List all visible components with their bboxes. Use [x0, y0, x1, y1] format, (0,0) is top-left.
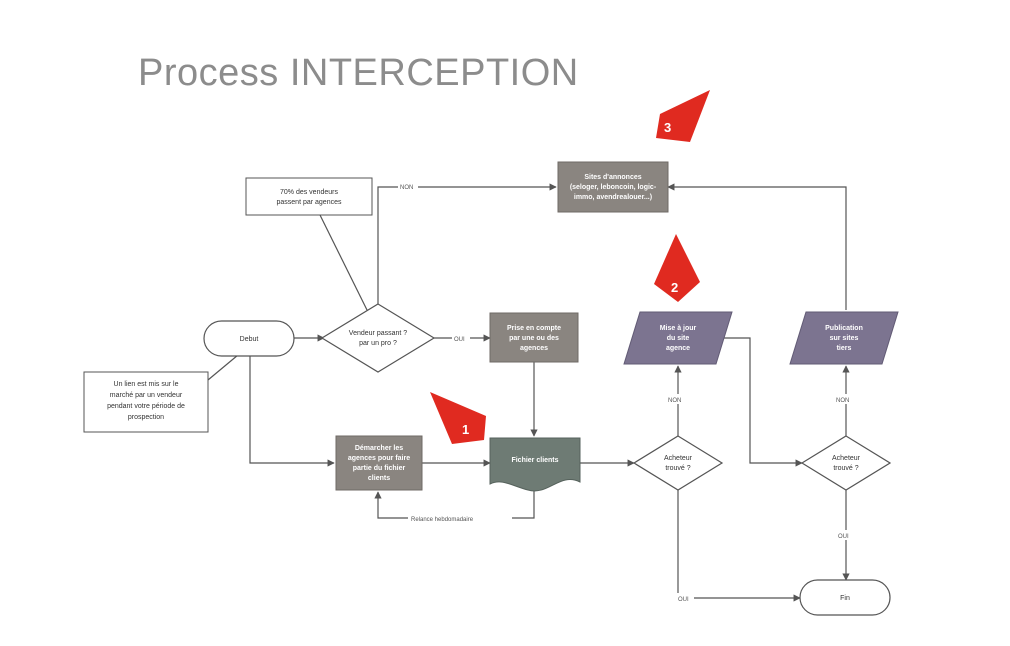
maj-line-2: du site: [667, 335, 690, 342]
edge-label-relance: Relance hebdomadaire: [411, 517, 474, 523]
decision3-line-2: trouvé ?: [833, 465, 858, 472]
marker-1: 1: [430, 392, 486, 444]
marker-2-label: 2: [671, 280, 678, 295]
sites-line-3: immo, avendrealouer...): [574, 194, 652, 201]
decision-vendeur-pro: Vendeur passant ? par un pro ?: [320, 303, 436, 373]
prise-line-3: agences: [520, 345, 548, 352]
process-prise-en-compte: Prise en compte par une ou des agences: [489, 312, 579, 363]
end-terminator: Fin: [799, 579, 891, 616]
decision2-line-1: Acheteur: [664, 455, 693, 462]
note-top: 70% des vendeurs passent par agences: [245, 177, 373, 216]
note-left-line-2: marché par un vendeur: [110, 392, 183, 399]
edge-label-non-d3: NON: [836, 398, 849, 404]
process-demarcher: Démarcher les agences pour faire partie …: [335, 435, 423, 491]
sites-line-2: (seloger, leboncoin, logic-: [570, 184, 657, 191]
edge-debut-demarcher: [249, 356, 335, 467]
edge-maj-decision3: [722, 337, 803, 467]
pub-line-3: tiers: [837, 345, 852, 352]
decision1-line-1: Vendeur passant ?: [349, 330, 407, 337]
pub-line-2: sur sites: [830, 335, 859, 342]
prise-line-2: par une ou des: [509, 335, 559, 342]
note-left-connector: [207, 354, 239, 381]
marker-3: 3: [656, 90, 710, 142]
note-top-line-1: 70% des vendeurs: [280, 189, 338, 196]
decision-acheteur-2: Acheteur trouvé ?: [800, 435, 892, 491]
page-title: Process INTERCEPTION: [138, 52, 579, 94]
edge-label-oui-bottom: OUI: [678, 597, 689, 603]
edge-label-non-top: NON: [400, 185, 413, 191]
process-sites-annonces: Sites d'annonces (seloger, leboncoin, lo…: [557, 161, 669, 213]
edge-pub-sites: [667, 183, 847, 310]
marker-2: 2: [654, 234, 700, 302]
edge-labels: NON OUI NON NON OUI OUI Relance hebdomad…: [398, 181, 858, 603]
note-left: Un lien est mis sur le marché par un ven…: [83, 371, 209, 433]
marker-1-label: 1: [462, 422, 469, 437]
data-publication: Publication sur sites tiers: [789, 311, 899, 365]
demarcher-line-4: clients: [368, 475, 390, 482]
edge-label-oui-d3: OUI: [838, 534, 849, 540]
data-mise-a-jour: Mise à jour du site agence: [623, 311, 733, 365]
edge-label-oui-mid: OUI: [454, 337, 465, 343]
note-top-connector: [319, 214, 369, 313]
connectors: [207, 183, 850, 602]
start-terminator: Debut: [203, 320, 295, 357]
maj-line-1: Mise à jour: [660, 325, 697, 332]
decision-acheteur-1: Acheteur trouvé ?: [632, 435, 724, 491]
demarcher-line-1: Démarcher les: [355, 445, 403, 452]
pub-line-1: Publication: [825, 325, 863, 332]
demarcher-line-3: partie du fichier: [353, 465, 406, 472]
decision3-line-1: Acheteur: [832, 455, 861, 462]
note-left-line-1: Un lien est mis sur le: [114, 381, 179, 388]
decision2-line-2: trouvé ?: [665, 465, 690, 472]
edge-label-non-d2: NON: [668, 398, 681, 404]
decision1-line-2: par un pro ?: [359, 340, 397, 347]
maj-line-3: agence: [666, 345, 690, 352]
edge-decision2-fin: [677, 490, 801, 602]
note-top-line-2: passent par agences: [277, 199, 342, 206]
demarcher-line-2: agences pour faire: [348, 455, 410, 462]
start-label: Debut: [240, 336, 259, 343]
edge-decision1-sites: [377, 183, 557, 304]
note-left-line-3: pendant votre période de: [107, 403, 185, 410]
end-label: Fin: [840, 595, 850, 602]
fichier-label: Fichier clients: [511, 457, 558, 464]
marker-3-label: 3: [664, 120, 671, 135]
sites-line-1: Sites d'annonces: [584, 174, 641, 181]
note-left-line-4: prospection: [128, 414, 164, 421]
document-fichier-clients: Fichier clients: [489, 437, 581, 492]
prise-line-1: Prise en compte: [507, 325, 561, 332]
